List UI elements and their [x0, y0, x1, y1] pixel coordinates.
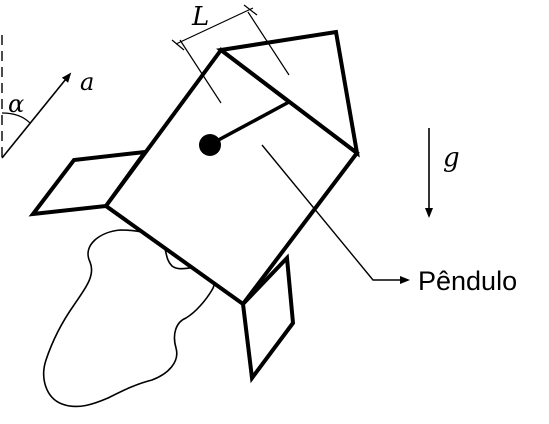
- pendulum-callout: Pêndulo: [261, 144, 517, 296]
- acceleration-arrow: [1, 72, 72, 159]
- pendulum-string: [210, 100, 290, 146]
- pendulum-label: Pêndulo: [418, 266, 517, 296]
- gravity-indicator: g: [425, 128, 460, 218]
- acceleration-indicator: α a: [1, 35, 94, 159]
- angle-label: α: [8, 90, 24, 118]
- pendulum-suspension: [219, 48, 291, 104]
- length-dimension: L: [171, 2, 290, 104]
- callout-leader-line: [261, 144, 410, 284]
- acceleration-label: a: [80, 68, 94, 96]
- angle-arc: [1, 112, 31, 124]
- right-fin: [240, 253, 296, 384]
- pendulum-bob: [199, 134, 221, 156]
- exhaust-flame: [42, 229, 216, 408]
- gravity-label: g: [443, 143, 460, 173]
- length-label: L: [191, 2, 209, 32]
